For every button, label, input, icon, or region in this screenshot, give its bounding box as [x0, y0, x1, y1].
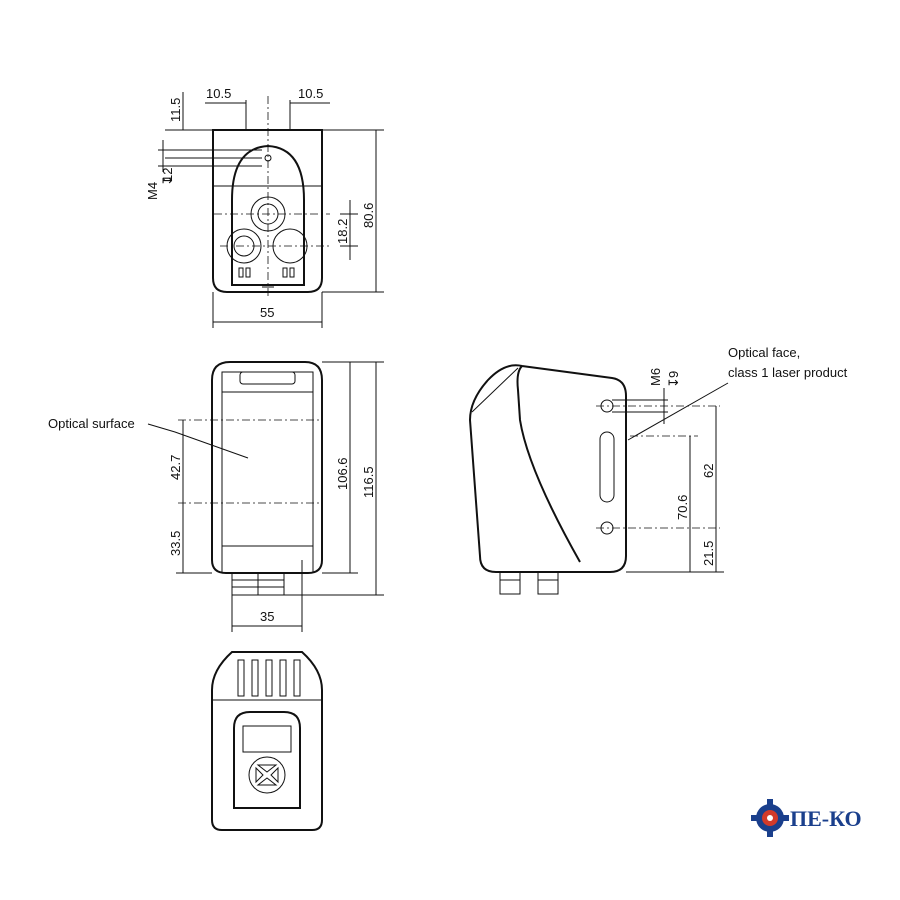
dim-top-height: 80.6: [361, 203, 376, 228]
dim-top-width: 55: [260, 305, 274, 320]
logo: ПЕ-КО: [751, 799, 862, 837]
side-gland-left: [499, 571, 521, 595]
led: [282, 267, 288, 278]
dim-thread-depth: 12: [160, 168, 175, 182]
key-up: [256, 764, 278, 773]
cooling-fin: [251, 659, 259, 697]
dim-front-total-height: 116.5: [361, 466, 376, 498]
front-view: 42.7 33.5 106.6 116.5 35 Optical surface: [48, 361, 384, 632]
dim-connector-spacing: 18.2: [335, 219, 350, 244]
key-down: [256, 777, 278, 786]
optical-face-leader: [627, 382, 729, 441]
dim-thread: M4: [145, 182, 160, 200]
led: [245, 267, 251, 278]
dim-window-offset: 33.5: [168, 531, 183, 556]
side-gland-right: [537, 571, 559, 595]
dim-connector-width: 35: [260, 609, 274, 624]
back-view-outline: [211, 651, 323, 831]
dim-side-thread-depth-symbol: ↧: [666, 377, 681, 388]
display-screen: [242, 725, 292, 753]
optical-window: [221, 391, 314, 547]
top-view: 10.5 10.5 11.5 M4 ↧ 12 18.2 80.6 55: [145, 86, 384, 328]
logo-text: ПЕ-КО: [790, 806, 862, 831]
led: [238, 267, 244, 278]
control-panel: [233, 711, 301, 809]
key-left: [255, 766, 264, 784]
side-view-slant: [516, 365, 581, 563]
cable-gland-left: [231, 572, 259, 596]
dim-top-offset-left: 10.5: [206, 86, 231, 101]
dim-side-thread: M6: [648, 368, 663, 386]
dim-hole-spacing: 62: [701, 464, 716, 478]
dim-thread-depth-symbol: ↧: [160, 175, 175, 186]
dim-side-thread-depth: 9: [666, 371, 681, 378]
cooling-fin: [237, 659, 245, 697]
gear-icon: [751, 799, 789, 837]
dim-side-height: 70.6: [675, 495, 690, 520]
optical-face-label-line2: class 1 laser product: [728, 365, 848, 380]
dim-front-height: 106.6: [335, 457, 350, 490]
optical-surface-leader: [147, 423, 249, 459]
side-view-top-edge: [471, 367, 519, 413]
cooling-fin: [265, 659, 273, 697]
front-view-top-handle: [239, 371, 296, 385]
dim-side-bottom-offset: 21.5: [701, 541, 716, 566]
side-view-outline: [468, 364, 627, 573]
side-view: M6 ↧ 9 62 70.6 21.5 Optical face, class …: [468, 345, 848, 595]
optical-surface-label: Optical surface: [48, 416, 135, 431]
side-slot: [599, 431, 615, 503]
front-view-outline: [211, 361, 323, 574]
optical-face-label-line1: Optical face,: [728, 345, 800, 360]
cable-gland-right: [257, 572, 285, 596]
front-view-top-recess: [221, 371, 314, 393]
key-right: [270, 766, 279, 784]
keypad: [248, 756, 286, 794]
cooling-fin: [279, 659, 287, 697]
dim-top-offset-right: 10.5: [298, 86, 323, 101]
dim-window-height: 42.7: [168, 455, 183, 480]
led: [289, 267, 295, 278]
top-view-outline: [212, 129, 323, 293]
dim-top-offset: 11.5: [168, 98, 183, 122]
cooling-fin: [293, 659, 301, 697]
back-view: [211, 651, 323, 831]
